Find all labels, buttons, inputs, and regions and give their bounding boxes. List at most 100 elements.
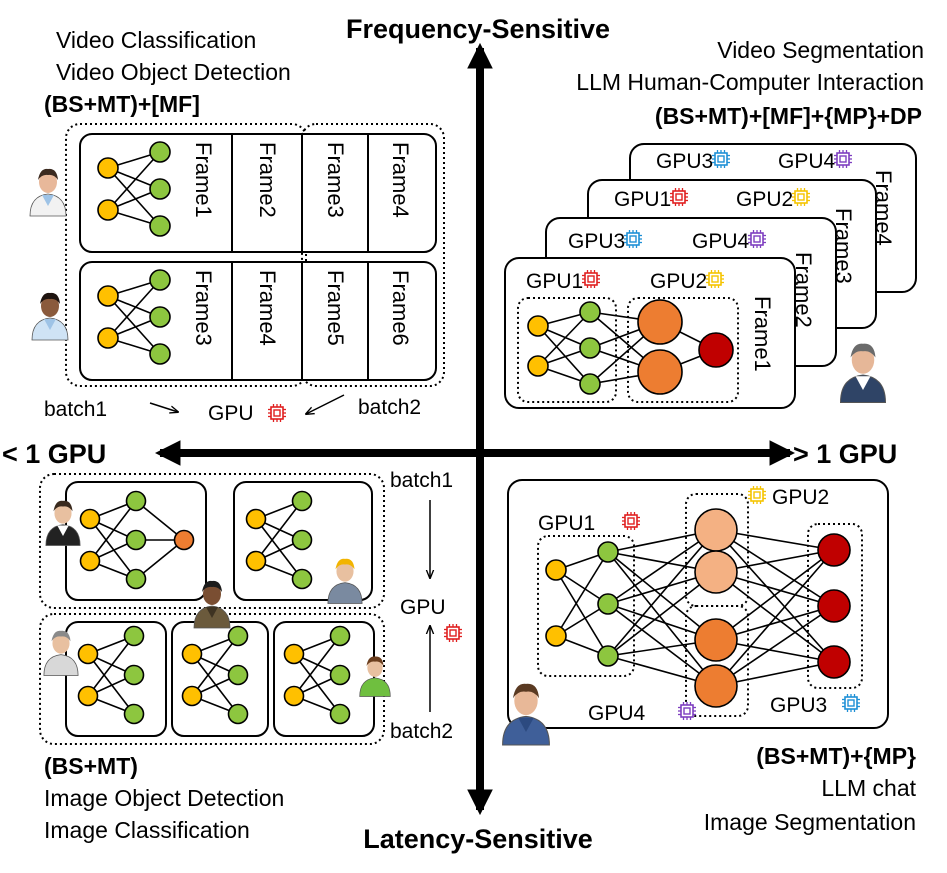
avatar-hair bbox=[850, 343, 876, 358]
network-edge bbox=[607, 551, 717, 641]
network-node bbox=[149, 269, 171, 291]
chip-body bbox=[626, 232, 640, 246]
tr-gpu-label: GPU3 bbox=[656, 150, 713, 173]
avatar-hair bbox=[513, 683, 539, 699]
avatar-hair bbox=[38, 168, 58, 180]
chip-icon bbox=[624, 230, 642, 248]
tl-scheme: (BS+MT)+[MF] bbox=[44, 91, 200, 117]
network-node bbox=[125, 490, 147, 512]
tl-batch1-group bbox=[65, 123, 307, 387]
tr-gpu-label: GPU3 bbox=[568, 230, 625, 253]
construction-worker-avatar bbox=[327, 558, 363, 604]
avatar-head bbox=[41, 295, 59, 317]
network-node bbox=[329, 664, 351, 686]
chip-core bbox=[587, 275, 595, 283]
chip-icon bbox=[670, 188, 688, 206]
network-node bbox=[579, 337, 601, 359]
network-edge bbox=[607, 603, 717, 687]
network-node bbox=[97, 285, 119, 307]
avatar-collar bbox=[855, 376, 871, 390]
network-node bbox=[579, 373, 601, 395]
avatar-head bbox=[367, 658, 383, 677]
network-node bbox=[97, 327, 119, 349]
network-node bbox=[149, 306, 171, 328]
avatar-head bbox=[336, 560, 354, 582]
tl-app-2: Video Object Detection bbox=[56, 59, 291, 85]
chip-core bbox=[753, 235, 761, 243]
tr-gpu-label: GPU2 bbox=[650, 270, 707, 293]
chip-icon bbox=[622, 512, 640, 530]
avatar-hair bbox=[335, 558, 355, 570]
chip-core bbox=[273, 409, 281, 417]
avatar-body bbox=[43, 654, 79, 676]
avatar-hair bbox=[366, 656, 384, 666]
top-left-quadrant: Video Classification Video Object Detect… bbox=[29, 27, 445, 425]
avatar-hair bbox=[51, 630, 71, 642]
bl-scheme: (BS+MT) bbox=[44, 753, 138, 779]
network-node bbox=[181, 643, 203, 665]
tl-frame-label: Frame3 bbox=[191, 270, 216, 346]
network-node bbox=[694, 508, 738, 552]
waiter-avatar bbox=[45, 500, 81, 546]
avatar-hair bbox=[40, 292, 60, 304]
chip-body bbox=[672, 190, 686, 204]
network-node bbox=[694, 550, 738, 594]
tr-gpu-label: GPU1 bbox=[614, 188, 671, 211]
network-node bbox=[149, 343, 171, 365]
network-edge bbox=[107, 167, 161, 227]
network-node bbox=[545, 625, 567, 647]
network-node bbox=[149, 215, 171, 237]
tl-batch2-label: batch2 bbox=[358, 396, 421, 419]
network-edge bbox=[255, 500, 303, 562]
chip-core bbox=[717, 155, 725, 163]
br-gpu-label: GPU1 bbox=[538, 512, 595, 535]
chip-body bbox=[714, 152, 728, 166]
avatar-head bbox=[39, 171, 57, 193]
network-edge bbox=[89, 500, 137, 562]
network-node bbox=[329, 703, 351, 725]
bl-network bbox=[245, 490, 313, 590]
network-edge bbox=[293, 635, 341, 697]
tr-subnet-box bbox=[517, 297, 617, 403]
network-edge bbox=[255, 518, 303, 580]
chip-body bbox=[270, 406, 284, 420]
network-node bbox=[97, 157, 119, 179]
chip-core bbox=[753, 491, 761, 499]
network-node bbox=[527, 315, 549, 337]
bl-network bbox=[181, 625, 249, 725]
tl-frame-label: Frame1 bbox=[191, 142, 216, 218]
chip-body bbox=[750, 232, 764, 246]
avatar-collar bbox=[206, 607, 218, 618]
chip-icon bbox=[268, 404, 286, 422]
chip-icon bbox=[792, 188, 810, 206]
avatar-collar bbox=[57, 525, 69, 536]
network-edge bbox=[107, 295, 161, 355]
female-doctor-avatar bbox=[31, 292, 69, 341]
police-officer-avatar bbox=[193, 580, 231, 629]
axes: Frequency-Sensitive Latency-Sensitive < … bbox=[2, 14, 897, 854]
woman-avatar bbox=[359, 656, 391, 697]
tl-batch1-label: batch1 bbox=[44, 398, 107, 421]
tr-gpu-label: GPU4 bbox=[692, 230, 750, 253]
tl-frame-label: Frame4 bbox=[255, 270, 280, 346]
network-node bbox=[291, 490, 313, 512]
network-node bbox=[597, 541, 619, 563]
network-node bbox=[637, 349, 683, 395]
bl-app-2: Image Classification bbox=[44, 817, 250, 843]
avatar-hair bbox=[53, 500, 73, 512]
network-edge bbox=[135, 500, 185, 541]
tr-gpu-label: GPU1 bbox=[526, 270, 583, 293]
avatar-body bbox=[327, 582, 363, 604]
network-node bbox=[227, 664, 249, 686]
tr-gpu-label: GPU2 bbox=[736, 188, 793, 211]
chip-body bbox=[680, 704, 694, 718]
tl-frame-label: Frame3 bbox=[323, 142, 348, 218]
bl-batch2-label: batch2 bbox=[390, 720, 453, 743]
network-node bbox=[123, 625, 145, 647]
tl-frame-label: Frame5 bbox=[323, 270, 348, 346]
network-edge bbox=[607, 529, 717, 605]
br-app-1: LLM chat bbox=[821, 775, 916, 801]
axis-label-bottom: Latency-Sensitive bbox=[363, 824, 593, 854]
network-edge bbox=[537, 311, 591, 367]
businessman-avatar bbox=[839, 343, 887, 403]
